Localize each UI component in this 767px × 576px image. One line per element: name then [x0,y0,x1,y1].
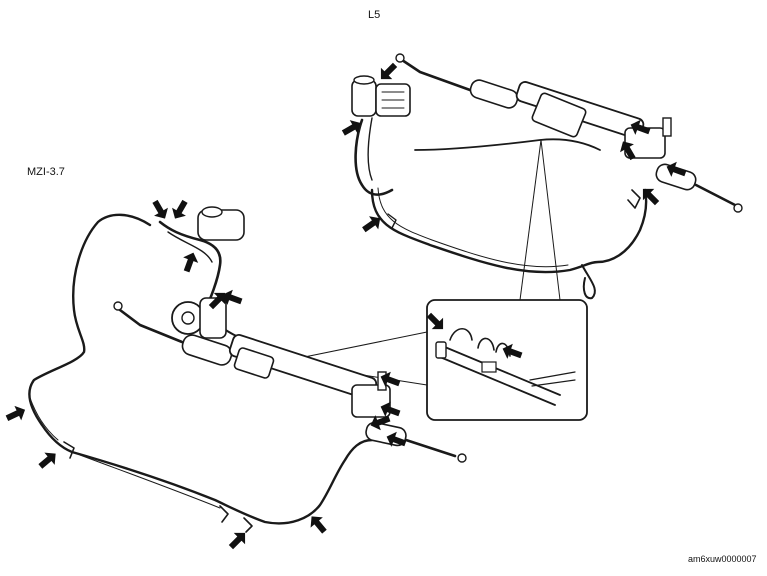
mzi-tie-rod-end-left [113,301,123,311]
arrow-icon [620,141,636,161]
mzi-valve-body [351,384,391,418]
arrow-icon [222,289,243,305]
l5-shield [531,92,587,138]
l5-pump-detail [381,91,405,109]
l5-tie-rod-end-left [395,53,405,63]
l5-clip-b [387,213,397,229]
mzi-clip-c [243,517,253,533]
mzi-feed-line [158,220,222,312]
mzi-reservoir-cap [201,206,223,218]
arrow-icon [183,252,199,273]
arrow-icon [370,415,391,431]
arrow-icon [310,516,327,534]
arrow-icon [426,312,444,330]
arrow-icon [228,532,246,550]
leader-top-left [519,139,542,301]
mzi-return-line [28,213,374,525]
arrow-icon [642,188,660,206]
l5-loop-hook [581,264,596,300]
arrow-icon [5,405,26,421]
arrow-group [5,62,687,550]
mzi-tie-rod-end-right [457,453,467,463]
detail-rack [439,344,561,406]
l5-pressure-line-b [367,117,373,181]
arrow-icon [630,119,651,135]
detail-collar [435,341,447,359]
mzi-pump-body [199,297,227,339]
mzi-tie-rod-left [118,308,184,344]
leader-top-right [540,139,561,301]
figure-code-label: am6xuw0000007 [688,554,757,564]
mzi-rack-boot-left [181,334,233,366]
l5-tie-rod-end-right [733,203,743,213]
l5-tie-rod-left [400,58,472,92]
arrow-icon [380,371,401,387]
top-variant-label: L5 [368,9,381,21]
detail-lines-right [529,371,576,387]
arrow-icon [208,292,226,310]
arrow-icon [380,401,401,417]
mzi-feed-line-b [167,231,213,263]
l5-return-line [370,188,648,274]
arrow-icon [38,452,56,469]
l5-feed-line [414,138,601,151]
detail-fitting [481,361,497,373]
l5-reservoir [351,79,377,117]
arrow-icon [172,199,188,219]
l5-reservoir-cap [353,75,375,85]
l5-pressure-line [354,118,394,196]
detail-pipe-b [477,337,495,351]
detail-box [426,299,588,421]
mzi-return-line-inner [29,397,221,509]
mzi-clip-b [219,505,229,523]
l5-clip [627,189,641,209]
arrow-icon [380,62,398,80]
arrow-icon [362,216,381,233]
detail-view [426,299,588,421]
left-variant-label: MZI-3.7 [27,166,65,178]
l5-rack-boot-right [655,163,697,191]
l5-tie-rod-right [694,183,737,207]
mzi-shield [233,347,275,379]
arrow-icon [502,343,523,359]
arrow-icon [666,161,687,177]
l5-rack-boot-left [469,79,519,109]
arrow-icon [341,120,361,136]
mzi-clip-a [63,441,75,459]
mzi-pump-hub [181,311,195,325]
arrow-icon [152,199,168,219]
l5-assembly [351,53,743,300]
mzi-tie-rod-right [404,438,457,458]
detail-pipe-a [449,327,473,341]
arrow-icon [386,431,407,447]
mzi-assembly [28,206,467,533]
l5-return-line-inner [377,187,569,268]
l5-pinion-shaft [662,117,672,137]
